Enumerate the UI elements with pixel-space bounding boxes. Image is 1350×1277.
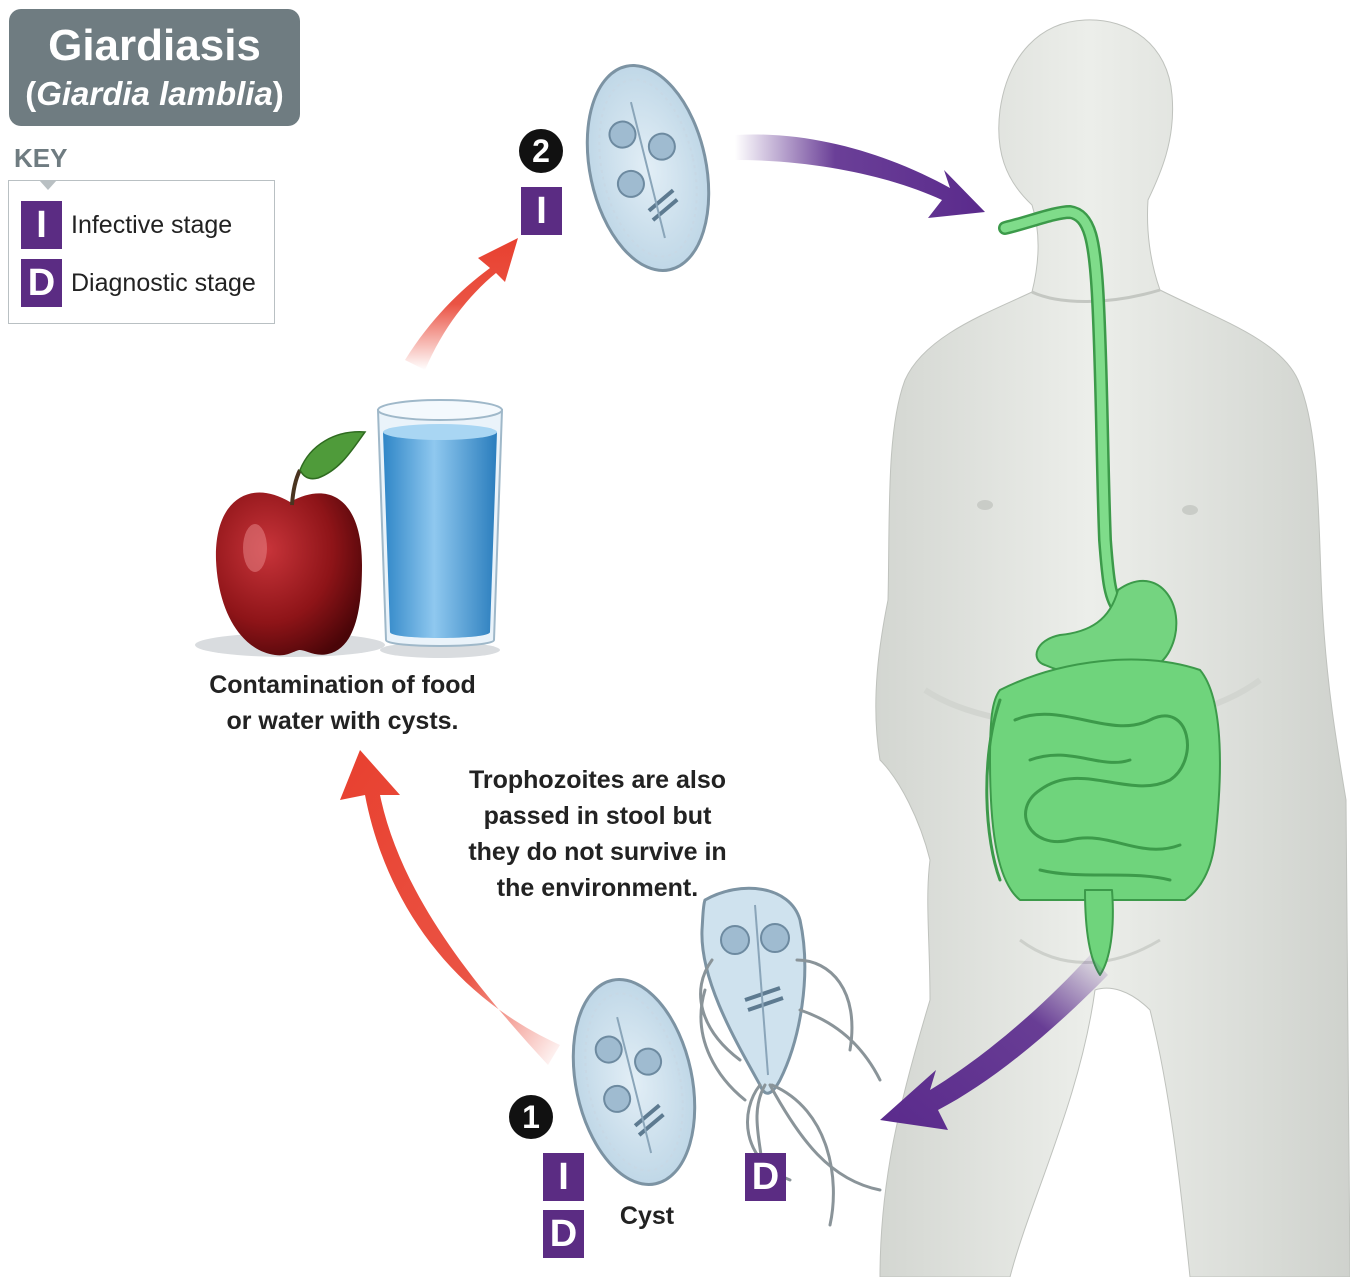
trophozoite-caption-line-2: passed in stool but	[440, 798, 755, 834]
key-heading: KEY	[14, 143, 67, 174]
trophozoite-illustration	[701, 888, 880, 1225]
step-2-infective-badge: I	[521, 187, 562, 235]
cyst-label: Cyst	[612, 1198, 682, 1234]
diagram-title: Giardiasis	[9, 22, 300, 70]
key-label-infective: Infective stage	[71, 211, 232, 240]
apple-illustration	[195, 432, 385, 657]
trophozoite-diagnostic-badge: D	[745, 1153, 786, 1201]
infection-arrow	[405, 238, 518, 370]
diagnostic-badge: D	[21, 259, 62, 307]
diagram-subtitle: (Giardia lamblia)	[9, 74, 300, 114]
step-1-infective-badge: I	[543, 1153, 584, 1201]
water-glass-illustration	[378, 400, 502, 658]
key-label-diagnostic: Diagnostic stage	[71, 269, 256, 298]
step-1-marker: 1	[509, 1095, 553, 1139]
contamination-caption-line-1: Contamination of food	[180, 667, 505, 703]
infective-badge: I	[21, 201, 62, 249]
trophozoite-caption: Trophozoites are also passed in stool bu…	[440, 762, 755, 906]
key-notch	[39, 180, 57, 190]
trophozoite-caption-line-3: they do not survive in	[440, 834, 755, 870]
ingestion-arrow	[735, 134, 985, 218]
key-item-diagnostic: D Diagnostic stage	[21, 259, 256, 307]
title-box: Giardiasis (Giardia lamblia)	[9, 9, 300, 126]
step-2-marker: 2	[519, 129, 563, 173]
key-item-infective: I Infective stage	[21, 201, 232, 249]
contamination-caption-line-2: or water with cysts.	[180, 703, 505, 739]
step-1-diagnostic-badge: D	[543, 1210, 584, 1258]
key-legend: I Infective stage D Diagnostic stage	[8, 180, 275, 324]
cyst-illustration-stage-2	[570, 54, 727, 282]
trophozoite-caption-line-4: the environment.	[440, 870, 755, 906]
contamination-caption: Contamination of food or water with cyst…	[180, 667, 505, 739]
trophozoite-caption-line-1: Trophozoites are also	[440, 762, 755, 798]
